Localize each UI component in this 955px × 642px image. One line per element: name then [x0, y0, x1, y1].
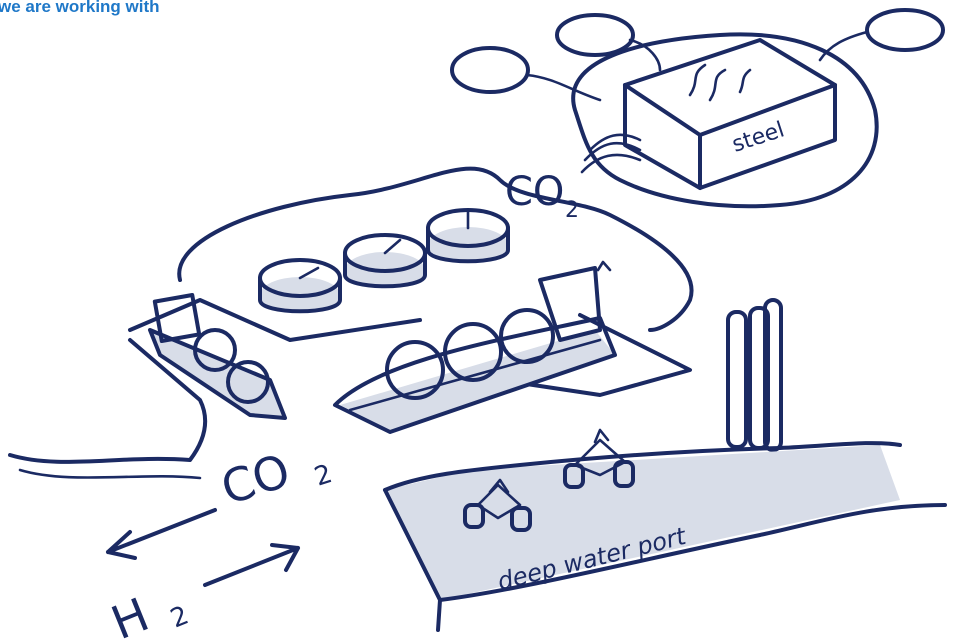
platform-2: [563, 428, 635, 489]
h2-label: H: [104, 587, 156, 642]
storage-tank-2: [343, 233, 427, 289]
steel-label: steel: [729, 117, 787, 157]
small-ship: [148, 293, 287, 420]
page-title: we are working with: [0, 0, 160, 16]
loop-connectors: [525, 30, 869, 102]
co2-arrow: [106, 508, 217, 560]
steel-region-outline: [571, 32, 879, 209]
loop-right: [865, 8, 945, 52]
storage-tank-3: [426, 208, 510, 264]
storage-tank-1: [258, 258, 342, 314]
loop-left: [450, 46, 530, 94]
steel-block: [623, 38, 837, 190]
h2-subscript: 2: [166, 600, 193, 634]
shore-left-inner: [18, 468, 202, 480]
co2-lower-label: CO: [215, 443, 297, 515]
pipe-stack: [726, 298, 783, 452]
quay-outline: [128, 298, 692, 397]
co2-upper-label: CO: [505, 169, 564, 215]
port-front-outline: [383, 488, 947, 602]
port-top-outline: [383, 441, 902, 492]
large-ship: [333, 260, 617, 434]
loop-middle: [555, 13, 635, 57]
co2-flow-lines: [580, 133, 642, 174]
platform-1: [463, 478, 532, 532]
storage-region-outline: [177, 166, 694, 332]
co2-lower-subscript: 2: [311, 459, 336, 493]
shore-left: [8, 338, 208, 464]
h2-arrow: [203, 543, 300, 587]
